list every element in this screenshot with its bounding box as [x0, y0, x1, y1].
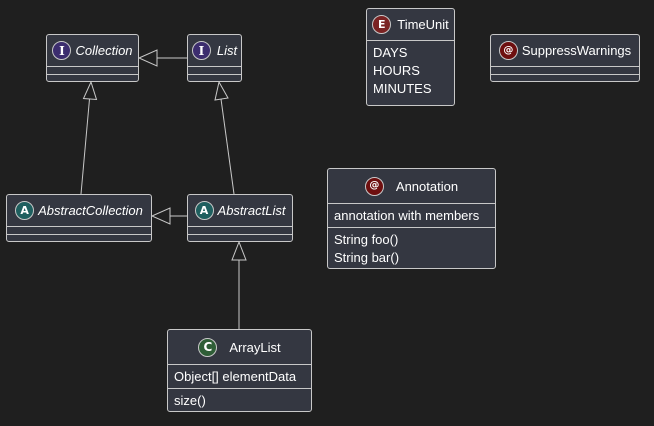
edge-arraylist-extends-abstractlist — [231, 240, 247, 329]
annotation-annotation[interactable]: @ Annotation annotation with members Str… — [327, 168, 496, 269]
enum-value: HOURS — [373, 63, 420, 78]
edge-abstractlist-extends-abstractcollection — [150, 207, 187, 225]
enum-icon: E — [372, 15, 392, 34]
fields-section: annotation with members — [328, 203, 495, 227]
field: annotation with members — [334, 208, 480, 223]
class-icon: C — [198, 337, 218, 357]
methods-section — [47, 74, 138, 81]
fields-section — [491, 66, 639, 75]
method: String foo() — [334, 232, 399, 247]
class-collection[interactable]: I Collection — [46, 34, 139, 82]
methods-section — [7, 234, 151, 241]
methods-section — [188, 74, 241, 81]
fields-section — [7, 226, 151, 235]
fields-section — [188, 226, 292, 235]
methods-section — [491, 74, 639, 81]
field: Object[] elementData — [174, 369, 297, 384]
edge-abstractcollection-implements-collection — [80, 80, 98, 195]
interface-icon: I — [52, 41, 72, 60]
fields-section — [188, 66, 241, 75]
edge-abstractlist-implements-list — [214, 80, 235, 195]
fields-section — [47, 66, 138, 75]
enum-value: DAYS — [373, 45, 408, 60]
edge-list-extends-collection — [137, 49, 187, 67]
abstract-class-icon: A — [194, 201, 214, 220]
class-name: AbstractList — [217, 203, 286, 218]
enum-value: MINUTES — [373, 81, 432, 96]
method: size() — [174, 393, 206, 408]
methods-section: String foo() String bar() — [328, 227, 495, 267]
class-abstractcollection[interactable]: A AbstractCollection — [6, 194, 152, 242]
annotation-icon: @ — [498, 41, 518, 60]
class-name: SuppressWarnings — [521, 43, 632, 58]
methods-section: size() — [168, 388, 311, 410]
class-name: List — [216, 43, 238, 58]
class-name: TimeUnit — [397, 17, 449, 32]
method: String bar() — [334, 250, 400, 265]
annotation-icon: @ — [364, 176, 384, 196]
methods-section — [188, 234, 292, 241]
class-name: AbstractCollection — [38, 203, 143, 218]
abstract-class-icon: A — [15, 201, 35, 220]
class-name: Annotation — [395, 178, 459, 194]
class-arraylist[interactable]: C ArrayList Object[] elementData size() — [167, 329, 312, 412]
interface-icon: I — [191, 41, 211, 60]
class-list[interactable]: I List — [187, 34, 242, 82]
class-name: ArrayList — [229, 339, 281, 355]
annotation-suppresswarnings[interactable]: @ SuppressWarnings — [490, 34, 640, 82]
class-name: Collection — [75, 43, 133, 58]
fields-section: Object[] elementData — [168, 364, 311, 388]
enum-values-section: DAYS HOURS MINUTES — [367, 40, 454, 98]
enum-timeunit[interactable]: E TimeUnit DAYS HOURS MINUTES — [366, 8, 455, 106]
class-abstractlist[interactable]: A AbstractList — [187, 194, 293, 242]
